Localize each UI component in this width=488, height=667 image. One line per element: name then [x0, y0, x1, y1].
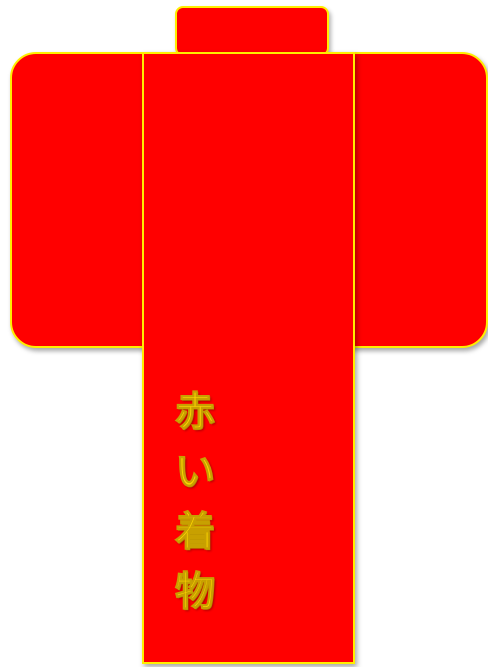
kimono-label: 赤 い 着 物 — [160, 382, 230, 622]
label-char-3: 着 — [175, 509, 216, 556]
kimono-body — [142, 52, 355, 664]
kimono-collar — [175, 6, 329, 56]
label-char-4: 物 — [175, 569, 216, 616]
label-char-2: い — [175, 449, 216, 496]
label-char-1: 赤 — [175, 389, 216, 436]
